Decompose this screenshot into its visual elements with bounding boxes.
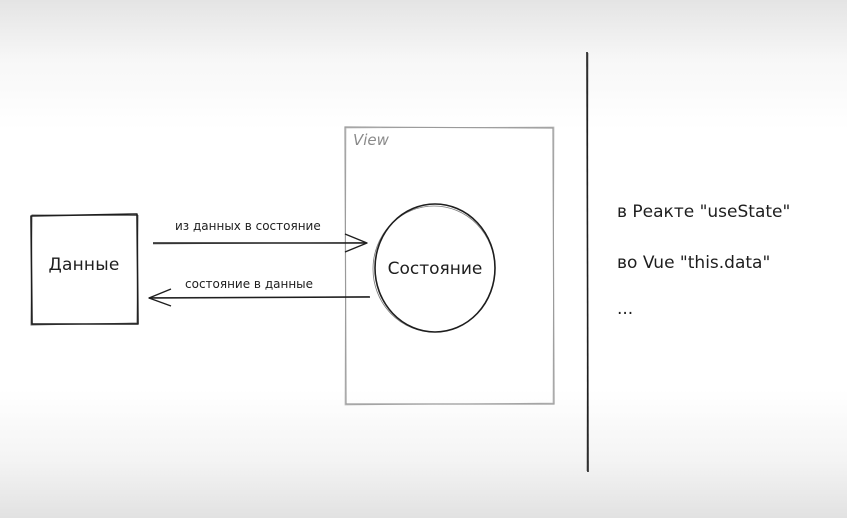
arrow-state-to-data-label: состояние в данные — [185, 277, 314, 291]
arrow-state-to-data[interactable] — [148, 288, 371, 307]
view-frame[interactable] — [344, 126, 555, 406]
state-circle[interactable] — [372, 203, 496, 333]
vertical-divider — [586, 51, 589, 473]
note-vue: во Vue "this.data" — [617, 253, 771, 273]
view-label: View — [353, 131, 389, 149]
note-react: в Реакте "useState" — [617, 202, 791, 222]
data-box[interactable] — [30, 213, 139, 326]
arrow-data-to-state[interactable] — [152, 233, 368, 253]
note-ellipsis: ... — [617, 299, 634, 319]
data-box-label: Данные — [48, 255, 120, 275]
state-circle-label: Состояние — [387, 259, 483, 279]
arrow-data-to-state-label: из данных в состояние — [175, 219, 321, 233]
